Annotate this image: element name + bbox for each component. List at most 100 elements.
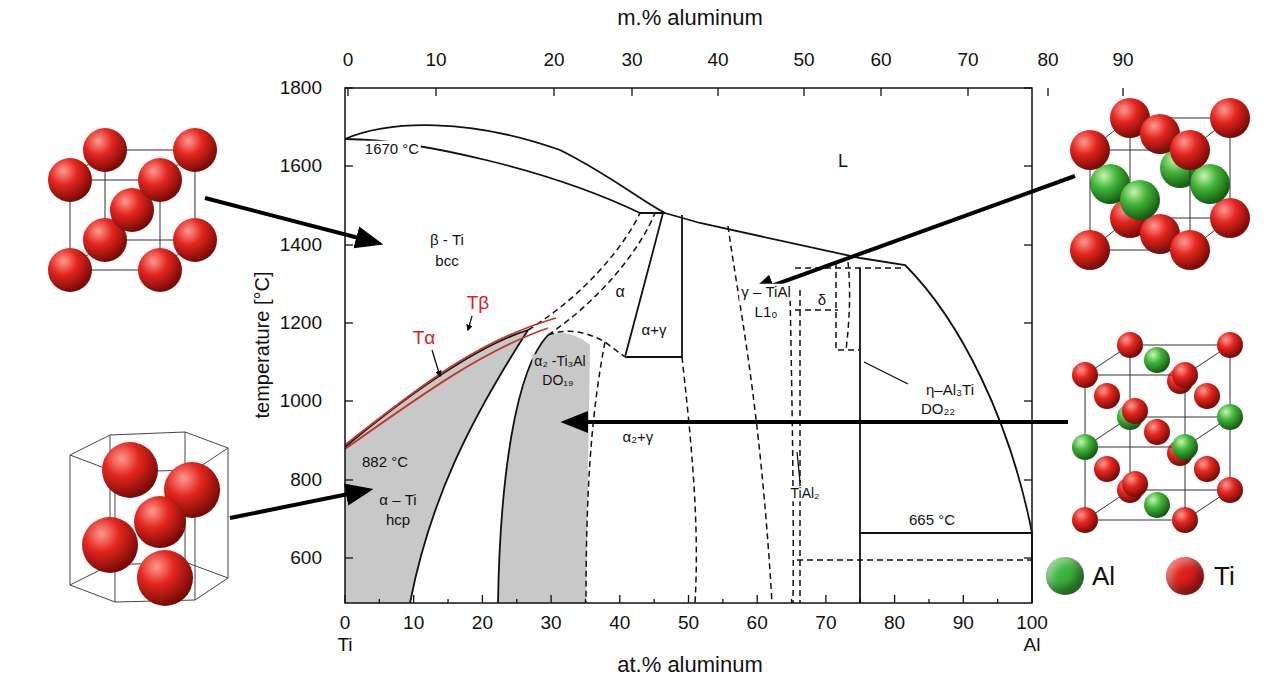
transus-label: Tβ [467,293,490,314]
axis-tick [345,322,353,323]
drawn-line [548,331,625,357]
tick-label: 1400 [280,235,322,256]
atom-sphere [102,442,158,498]
tick-label: 600 [290,548,322,569]
transus-label: Tα [413,328,436,349]
axis-tick [825,595,826,603]
atom-sphere [1172,362,1198,388]
phase-label: α₂ -Ti₃Al [532,354,587,369]
tick-label: 100 [1016,613,1048,634]
drawn-line [548,213,655,335]
drawn-line [566,420,1068,424]
structure-label: DO₂₂ [919,401,957,418]
drawn-line [795,267,905,269]
hcp-cell [70,432,228,606]
drawn-line [345,139,665,213]
svg-def [48,158,182,292]
atom-sphere [1094,383,1120,409]
svg-def [83,128,217,262]
temperature-note: 1670 °C [363,141,421,158]
axis-tick [1047,88,1048,96]
drawn-line [836,262,860,350]
axis-tick [345,557,353,558]
axis-tick [997,599,998,603]
drawn-line [682,357,696,603]
atom-sphere [1210,198,1250,238]
tick-label: 90 [953,613,974,634]
axis-tick [1024,244,1032,245]
phase-label: γ – TiAl [739,284,792,301]
axis-tick [344,595,345,603]
atom-sphere [1070,230,1110,270]
drawn-line [586,342,605,603]
axis-tick [379,599,380,603]
legend-text: Ti [1214,562,1235,591]
tick-label: 60 [747,613,768,634]
temperature-note: 882 °C [360,454,410,471]
drawn-line [1085,345,1230,520]
drawn-line [860,533,1032,603]
drawn-line [1085,375,1185,520]
axis-tick [516,599,517,603]
drawn-line [70,150,195,270]
atom-sphere [1217,477,1243,503]
axis-tick [1024,322,1032,323]
tick-label: 10 [425,50,446,71]
tick-label: 0 [343,50,354,71]
temperature-note: 665 °C [907,512,957,529]
phase-label: α [613,283,626,301]
tick-label: 50 [793,50,814,71]
grey-regions [345,330,590,603]
axis-tick [345,479,353,480]
axis-tick [550,595,551,603]
element-label: Al [1024,635,1041,656]
drawn-line [795,309,838,311]
axis-title: at.% aluminum [617,653,763,677]
tick-label: 1200 [280,313,322,334]
atom-sphere [134,496,186,548]
tick-label: 80 [884,613,905,634]
tick-label: 20 [543,50,564,71]
atom-sphere [1190,164,1230,204]
phase-boundaries [345,125,1032,603]
axis-tick [553,88,554,96]
do22-cell [1072,332,1243,533]
atom-sphere [83,128,127,172]
atom-sphere [1170,230,1210,270]
axis-tick [631,88,632,96]
svg-def [1072,362,1198,533]
tick-label: 70 [957,50,978,71]
axis-tick [435,88,436,96]
drawn-line [728,226,772,603]
structure-label: hcp [384,512,412,529]
atom-sphere [1094,456,1120,482]
leader-lines [432,316,908,482]
phase-label: α – Ti [377,492,418,509]
atom-sphere [1070,130,1110,170]
atom-sphere [1072,434,1098,460]
tick-label: 40 [707,50,728,71]
atom-sphere [1144,492,1170,518]
axis-tick [1024,400,1032,401]
tick-label: 80 [1037,50,1058,71]
atom-sphere [1122,471,1148,497]
phase-label: β - Ti [428,232,466,249]
drawn-line [864,362,908,384]
tick-label: 1800 [280,78,322,99]
tick-label: 90 [1112,50,1133,71]
l10-cell [1070,98,1250,270]
axis-tick [585,599,586,603]
axis-tick [447,599,448,603]
axis-title: m.% aluminum [617,6,762,30]
structure-label: L1₀ [753,304,780,321]
axis-tick [967,88,968,96]
drawn-line [790,290,793,603]
atom-sphere [1172,507,1198,533]
atom-sphere [173,128,217,172]
atom-sphere [1117,332,1143,358]
drawn-line [345,88,1032,603]
axis-tick [1024,165,1032,166]
atom-sphere [48,158,92,202]
axis-tick [1031,595,1032,603]
legend-swatch [1046,557,1084,595]
